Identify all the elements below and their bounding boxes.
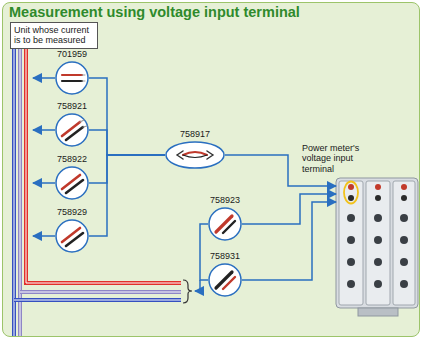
connector — [89, 155, 165, 183]
probe-circle — [208, 263, 242, 297]
probe-node: 758922 — [55, 166, 89, 200]
probe-arrows — [33, 78, 208, 291]
outline — [209, 208, 241, 240]
connector — [89, 155, 165, 236]
connector — [89, 78, 165, 155]
probe-node: 758917 — [165, 141, 225, 169]
probe-node: 701959 — [55, 61, 89, 95]
outline — [56, 220, 88, 252]
probe-circle — [55, 61, 89, 95]
probe-node: 758923 — [208, 207, 242, 241]
probe-icon — [216, 216, 235, 233]
part-number: 758922 — [57, 155, 87, 164]
unit-wires — [14, 40, 181, 336]
probe-circle — [55, 219, 89, 253]
part-number: 758931 — [210, 252, 240, 261]
unit-box: Unit whose current is to be measured — [10, 22, 98, 49]
unit-label: Unit whose current is to be measured — [14, 25, 94, 45]
probe-icon — [62, 120, 87, 140]
probe-circle — [55, 166, 89, 200]
outline — [56, 62, 88, 94]
outline — [209, 264, 241, 296]
probe-node: 758929 — [55, 219, 89, 253]
connector — [89, 130, 165, 155]
part-number: 758923 — [210, 196, 240, 205]
connector — [242, 194, 336, 224]
probe-node: 758921 — [55, 113, 89, 147]
probe-circle — [208, 207, 242, 241]
probe-icon — [62, 175, 83, 193]
probe-node: 758931 — [208, 263, 242, 297]
probe-icon — [62, 75, 85, 81]
bracket — [183, 280, 192, 303]
outline — [56, 114, 88, 146]
part-number: 758921 — [57, 102, 87, 111]
power-meter-terminal: Power meter's voltage input terminal — [336, 178, 418, 308]
outline — [56, 167, 88, 199]
diagram-title: Measurement using voltage input terminal — [9, 4, 300, 20]
probe-icon — [216, 272, 235, 289]
probe-icon — [177, 151, 213, 159]
power-meter — [336, 178, 418, 316]
probe-circle — [55, 113, 89, 147]
probe-ellipse — [165, 141, 225, 169]
part-number: 701959 — [57, 50, 87, 59]
connector — [242, 202, 336, 280]
terminal-label: Power meter's voltage input terminal — [302, 143, 380, 174]
part-number: 758929 — [57, 208, 87, 217]
probe-icon — [62, 228, 83, 246]
outline — [166, 142, 224, 168]
part-number: 758917 — [180, 130, 210, 139]
